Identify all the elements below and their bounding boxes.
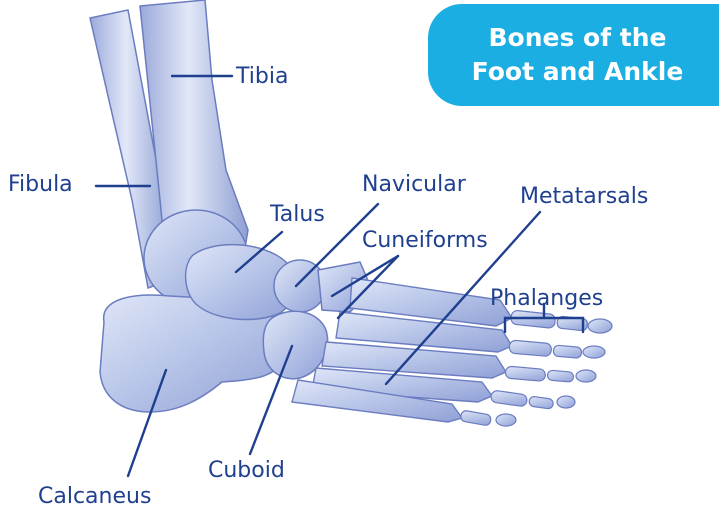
label-cuboid: Cuboid (208, 458, 285, 484)
title-badge: Bones of the Foot and Ankle (428, 4, 719, 106)
label-talus: Talus (270, 202, 325, 228)
title-line-1: Bones of the (436, 21, 719, 55)
label-fibula: Fibula (8, 172, 73, 198)
label-cuneiforms: Cuneiforms (362, 228, 488, 254)
label-phalanges: Phalanges (490, 286, 603, 312)
label-navicular: Navicular (362, 172, 466, 198)
label-calcaneus: Calcaneus (38, 484, 151, 510)
navicular-bone (274, 260, 326, 312)
label-tibia: Tibia (236, 64, 288, 90)
title-line-2: Foot and Ankle (436, 55, 719, 89)
label-metatarsals: Metatarsals (520, 184, 648, 210)
